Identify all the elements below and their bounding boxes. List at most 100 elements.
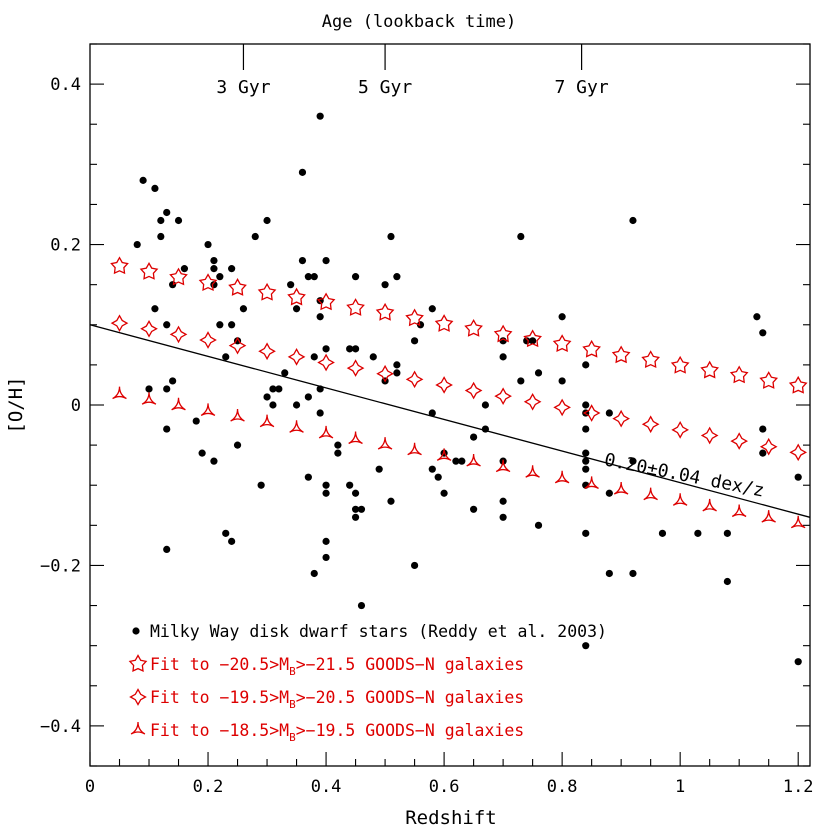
milky-way-star-point: [180, 265, 189, 273]
milky-way-star-point: [351, 345, 360, 353]
milky-way-star-point: [410, 337, 419, 345]
milky-way-star-point: [139, 176, 147, 184]
goods-n-fit-point-series-1: [139, 262, 159, 280]
goods-n-fit-point-series-3: [407, 442, 422, 456]
goods-n-fit-point-series-2: [258, 342, 276, 361]
goods-n-fit-point-series-3: [141, 392, 157, 405]
milky-way-star-point: [304, 473, 312, 481]
milky-way-star-point: [410, 561, 419, 570]
milky-way-star-point: [287, 281, 295, 289]
milky-way-star-point: [351, 273, 360, 281]
milky-way-star-point: [458, 457, 466, 465]
milky-way-star-point: [346, 481, 354, 489]
legend-entry-text: Fit to −19.5>MB>−20.5 GOODS−N galaxies: [150, 688, 524, 711]
milky-way-star-point: [316, 385, 324, 393]
milky-way-star-point: [210, 457, 218, 465]
milky-way-star-point: [322, 481, 330, 489]
milky-way-star-point: [582, 401, 590, 409]
milky-way-star-point: [440, 489, 448, 497]
milky-way-star-point: [304, 273, 312, 281]
goods-n-fit-point-series-3: [761, 510, 776, 523]
milky-way-star-point: [263, 216, 271, 225]
milky-way-star-point: [322, 257, 330, 265]
goods-n-fit-point-series-3: [259, 414, 275, 428]
milky-way-star-point: [434, 473, 442, 481]
milky-way-star-point: [310, 569, 318, 578]
x-tick-label: 0.8: [547, 777, 578, 797]
milky-way-star-point: [269, 401, 277, 409]
goods-n-fit-point-series-2: [553, 398, 571, 417]
milky-way-star-point: [499, 337, 507, 345]
goods-n-fit-point-series-3: [112, 386, 127, 400]
goods-n-fit-point-series-1: [611, 345, 631, 364]
goods-n-fit-point-series-1: [788, 375, 808, 394]
milky-way-star-point: [257, 481, 265, 489]
goods-n-fit-point-series-3: [672, 493, 688, 506]
goods-n-fit-point-series-1: [464, 318, 483, 337]
milky-way-star-point: [381, 281, 389, 289]
milky-way-star-point: [334, 441, 342, 449]
legend-marker-star5: [128, 654, 148, 672]
goods-n-fit-point-series-2: [730, 432, 749, 450]
goods-n-fit-point-series-3: [731, 504, 747, 518]
goods-n-fit-point-series-3: [643, 487, 658, 501]
milky-way-star-point: [228, 265, 236, 273]
milky-way-star-point: [759, 449, 767, 457]
goods-n-fit-point-series-1: [582, 339, 601, 358]
x-tick-label: 1.2: [783, 777, 814, 797]
milky-way-star-point: [322, 537, 330, 545]
milky-way-star-point: [216, 273, 224, 281]
milky-way-star-point: [292, 305, 301, 313]
milky-way-star-point: [216, 321, 224, 329]
milky-way-star-point: [753, 313, 761, 321]
top-age-tick-label: 3 Gyr: [216, 77, 270, 98]
fit-line: [89, 324, 811, 518]
goods-n-fit-point-series-1: [405, 308, 424, 327]
legend: Milky Way disk dwarf stars (Reddy et al.…: [128, 622, 607, 744]
milky-way-star-point: [387, 497, 395, 505]
goods-n-fit-point-series-3: [525, 465, 540, 478]
milky-way-star-point: [304, 393, 312, 401]
milky-way-star-point: [169, 281, 177, 289]
milky-way-star-point: [517, 377, 525, 385]
goods-n-fit-point-series-1: [759, 371, 779, 389]
milky-way-star-point: [558, 313, 566, 321]
y-tick-label: −0.2: [40, 556, 81, 576]
milky-way-star-point: [387, 232, 395, 241]
milky-way-star-point: [452, 457, 460, 465]
goods-n-fit-point-series-3: [171, 397, 186, 411]
milky-way-star-point: [534, 521, 543, 529]
goods-n-fit-point-series-1: [257, 282, 277, 301]
goods-n-fit-point-series-3: [702, 498, 717, 512]
goods-n-fit-point-series-2: [376, 364, 394, 383]
legend-marker-dot: [132, 627, 140, 635]
x-tick-label: 0.4: [311, 777, 342, 797]
milky-way-star-point: [582, 529, 590, 537]
milky-way-star-point: [316, 313, 324, 321]
goods-n-fit-point-series-1: [641, 350, 660, 369]
milky-way-star-point: [233, 441, 242, 449]
milky-way-star-point: [529, 337, 537, 345]
milky-way-star-point: [481, 425, 490, 433]
milky-way-star-point: [163, 545, 171, 554]
milky-way-star-point: [499, 497, 507, 505]
goods-n-fit-point-series-3: [554, 470, 570, 484]
x-tick-label: 0.2: [193, 777, 224, 797]
milky-way-star-point: [163, 321, 171, 329]
milky-way-star-point: [629, 457, 637, 465]
milky-way-star-point: [228, 321, 236, 329]
goods-n-fit-point-series-2: [641, 415, 660, 434]
y-tick-label: −0.4: [40, 717, 81, 737]
milky-way-star-point: [605, 569, 613, 578]
milky-way-star-point: [346, 345, 354, 353]
milky-way-star-point: [151, 184, 159, 192]
milky-way-star-point: [163, 385, 171, 393]
milky-way-star-point: [351, 513, 360, 521]
goods-n-fit-point-series-2: [759, 437, 778, 456]
x-tick-label: 0: [85, 777, 95, 797]
milky-way-star-point: [629, 216, 637, 225]
milky-way-star-point: [393, 361, 401, 369]
milky-way-star-point: [629, 569, 637, 578]
goods-n-fit-point-series-3: [436, 448, 452, 461]
